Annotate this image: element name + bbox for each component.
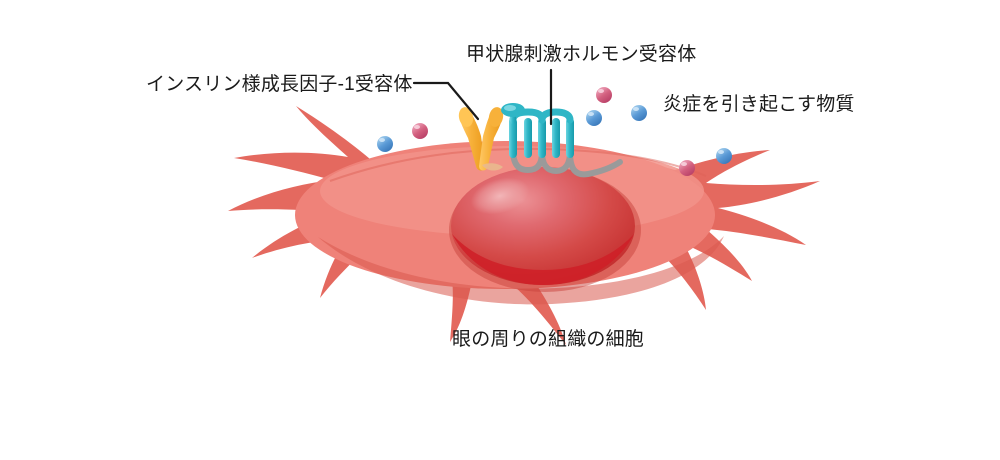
igf1-receptor-left-knob xyxy=(458,107,474,127)
tsh-helix-4 xyxy=(552,118,560,158)
particle-blue xyxy=(586,110,602,126)
particle-pink xyxy=(412,123,428,139)
label-orbital-tissue-cell: 眼の周りの組織の細胞 xyxy=(452,329,645,350)
tsh-receptor[interactable] xyxy=(501,103,623,178)
particle-blue xyxy=(631,105,647,121)
igf1-receptor-right-knob xyxy=(488,107,504,127)
tsh-helix-2 xyxy=(524,118,532,158)
leader-lines-group xyxy=(412,68,553,126)
nucleus xyxy=(451,167,635,285)
cell-nucleus-group xyxy=(449,167,641,292)
igf1-receptor[interactable] xyxy=(457,106,505,171)
tsh-receptor-knob-highlight xyxy=(504,105,516,111)
tsh-helix-5 xyxy=(566,118,574,158)
label-tsh-receptor: 甲状腺刺激ホルモン受容体 xyxy=(466,44,697,65)
particle-pink xyxy=(679,160,695,176)
label-igf1-receptor: インスリン様成長因子-1受容体 xyxy=(146,74,413,95)
igf1-receptor-intracellular-tail xyxy=(482,163,503,171)
particle-blue xyxy=(716,148,732,164)
tsh-receptor-tail-extension xyxy=(567,149,623,178)
particle-pink xyxy=(596,87,612,103)
inflammatory-particles-group xyxy=(377,87,732,176)
nucleus-lower-deep xyxy=(452,234,634,285)
particle-blue xyxy=(377,136,393,152)
tsh-helix-1 xyxy=(509,118,517,158)
label-inflammatory-substances: 炎症を引き起こす物質 xyxy=(663,94,855,115)
leader-line-igf1 xyxy=(412,81,480,121)
nucleus-specular-highlight xyxy=(470,177,530,215)
tsh-extracellular-loop-2 xyxy=(538,108,574,124)
tsh-helix-3 xyxy=(538,118,546,158)
cell-lower-shadow xyxy=(318,236,724,305)
